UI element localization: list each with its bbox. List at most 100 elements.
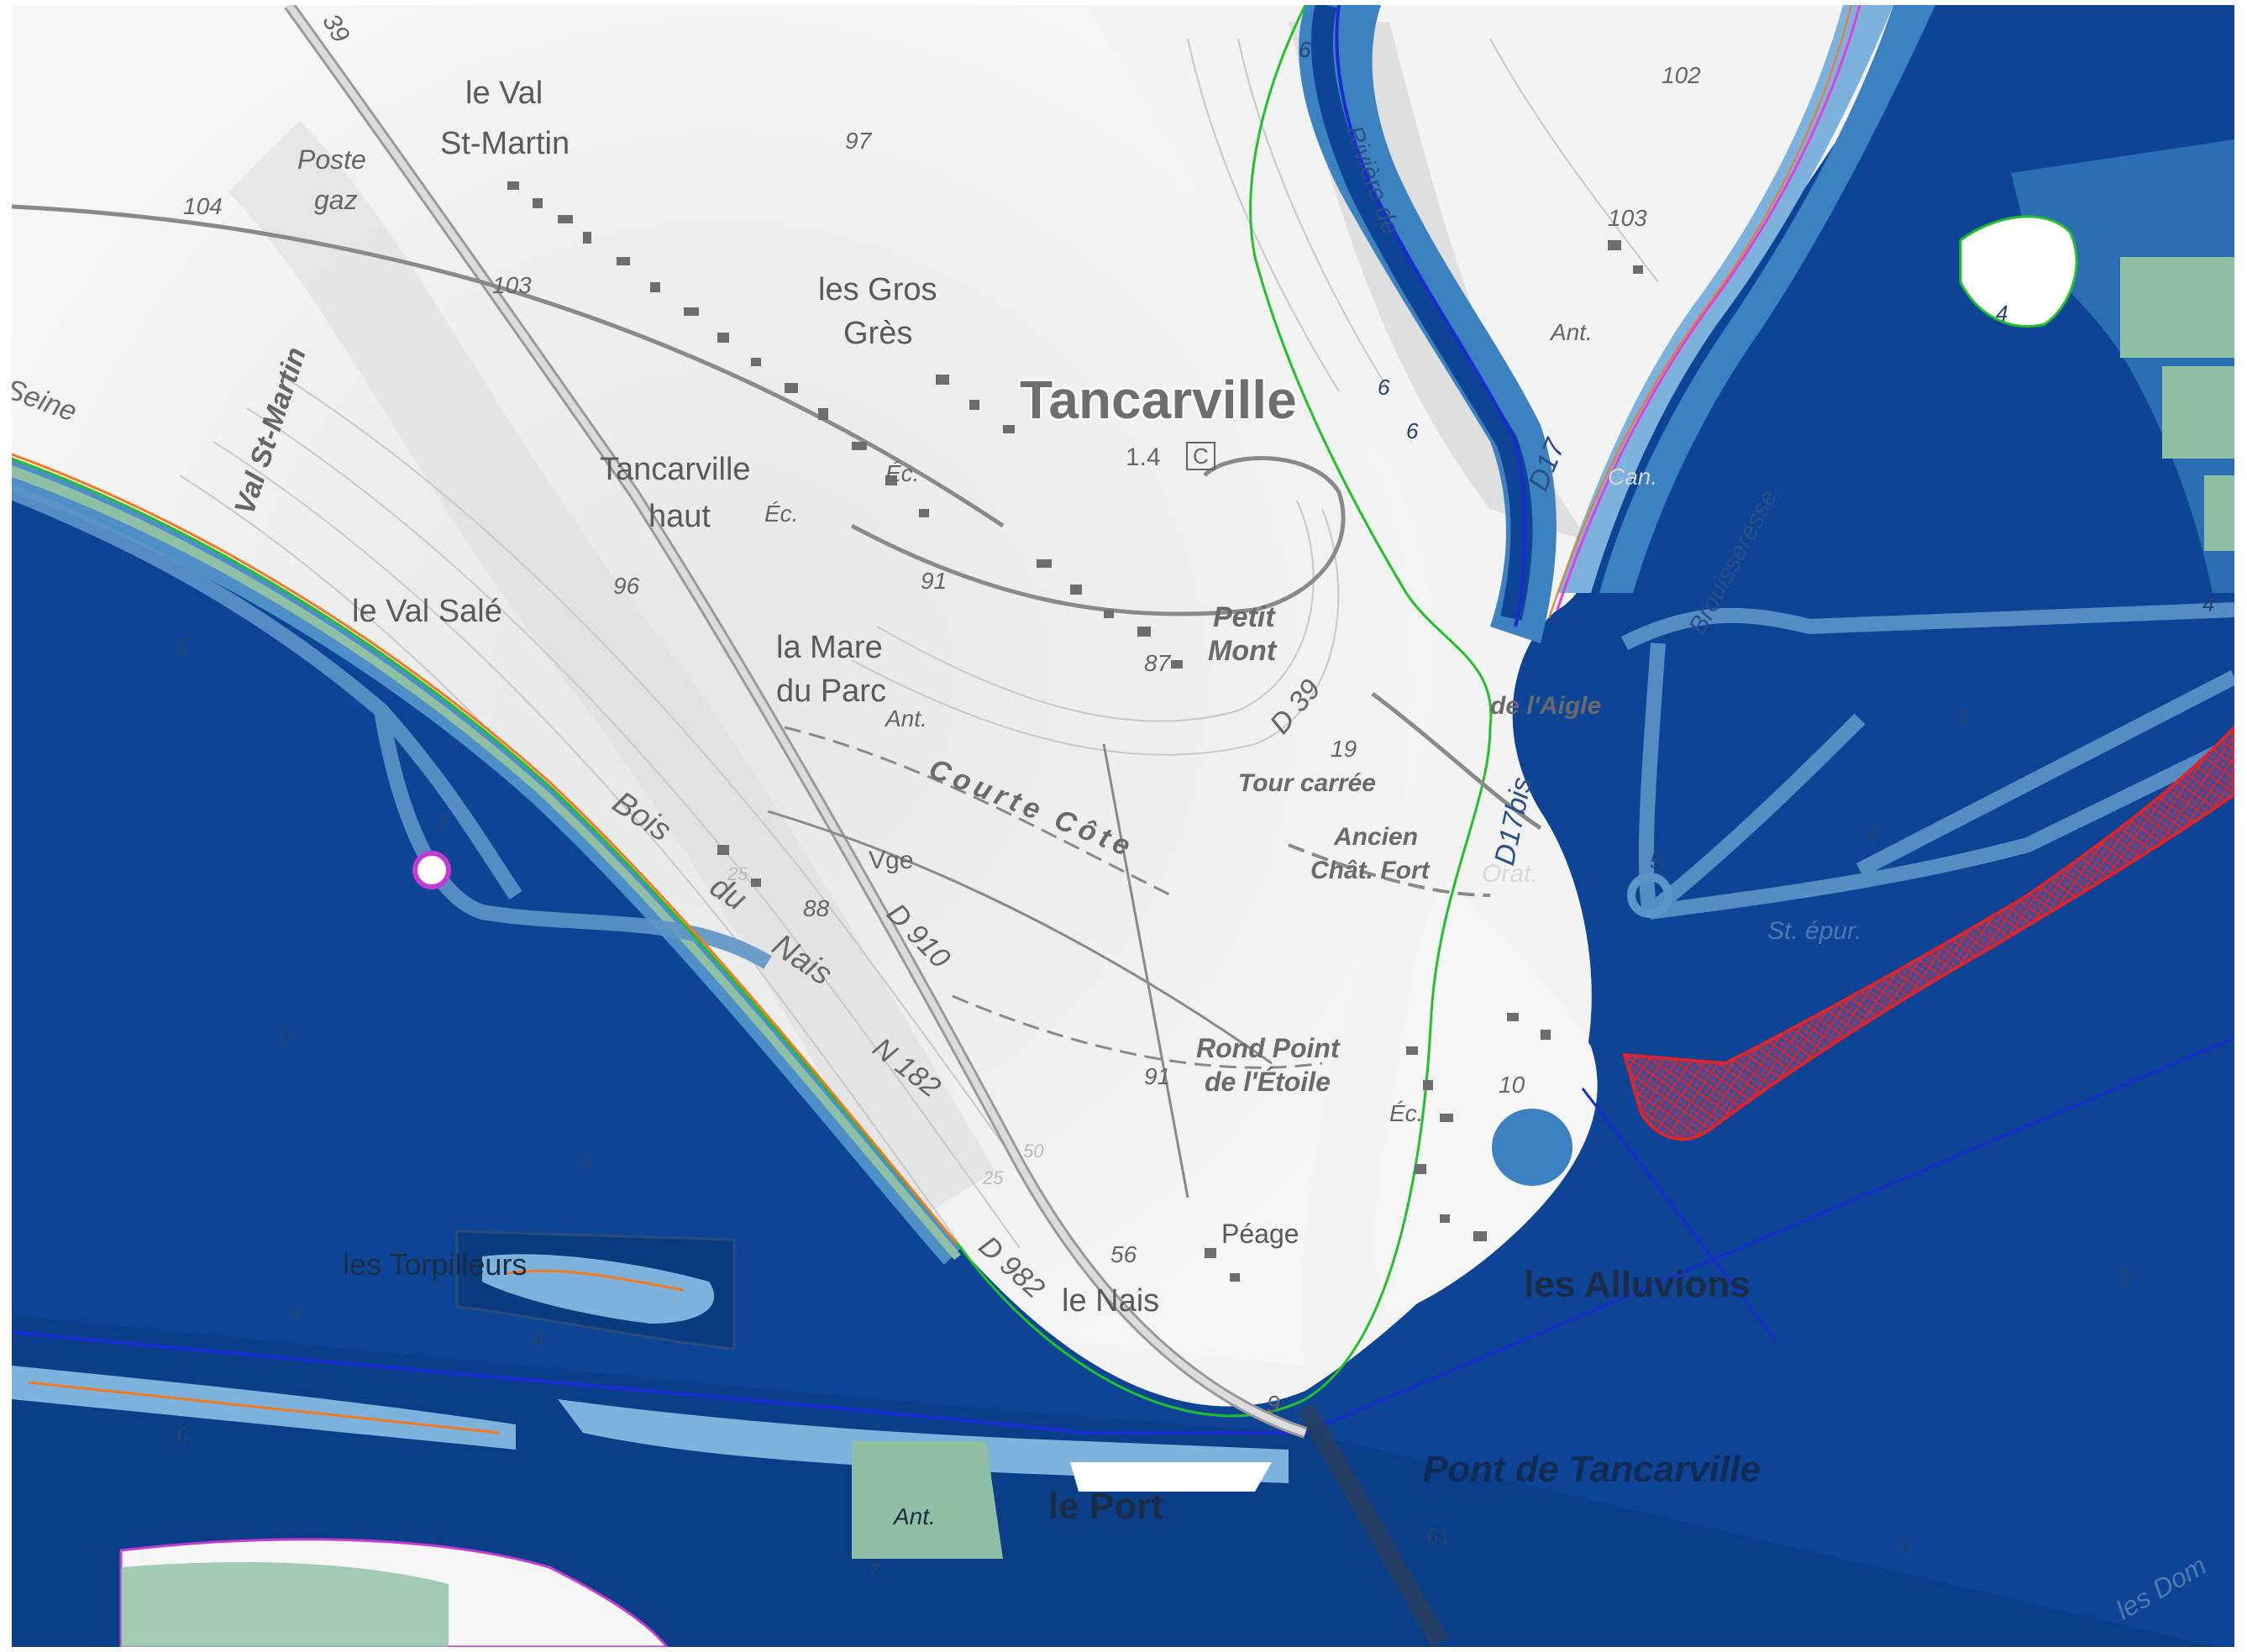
depth-5b: 5 [279,1023,291,1048]
depth-4d: 4 [1996,301,2008,326]
roundabout-east [1627,873,1672,918]
label-tour-carree: Tour carrée [1238,769,1376,797]
spot-height-19: 19 [1331,736,1357,762]
depth-7a: 7 [437,811,449,836]
label-du-parc: du Parc [776,674,886,709]
river-inner [1311,5,1533,621]
label-les-alluvions: les Alluvions [1524,1264,1751,1305]
port-dock [852,1441,1003,1559]
shore-contour-orange [12,453,958,1245]
canal-line-2 [1305,1036,2234,1434]
depth-4b: 4 [533,1327,545,1352]
bridge-deck [1297,1403,1448,1647]
spot-height-50: 50 [1023,1141,1044,1162]
label-ancien: Ancien [1334,823,1419,851]
label-st-epur: St. épur. [1767,917,1862,945]
spot-height-87: 87 [1144,650,1171,676]
spot-height-97: 97 [845,128,872,154]
spot-height-10: 10 [1499,1072,1525,1098]
label-pont-de-tancarville: Pont de Tancarville [1423,1449,1761,1490]
spot-height-104: 104 [183,193,223,219]
village-flat [1374,878,1598,1315]
label-poste: Poste [297,144,366,175]
shore-contour-green [12,5,1493,1418]
label-ant-3: Ant. [894,1503,936,1529]
label-le-val-sale: le Val Salé [352,594,502,629]
basin-green-3 [2204,475,2234,551]
label-ec-2: Éc. [764,501,799,527]
label-gres: Grès [843,316,913,351]
canal-line [12,1330,1305,1434]
label-tancarville-haut-1: Tancarville [600,452,751,487]
spot-height-56: 56 [1110,1241,1137,1267]
shore-contour-magenta [1556,5,1861,611]
pond [1492,1109,1572,1186]
spot-height-25b: 25 [983,1167,1004,1188]
spot-height-103a: 103 [492,272,532,298]
depth-5e: 5 [1898,1534,1911,1559]
label-le-port: le Port [1048,1486,1163,1527]
port-white [1070,1462,1272,1492]
depth-6f: 6 [1957,705,1970,731]
label-le-nais: le Nais [1062,1283,1160,1319]
spot-height-61: 61 [1426,1524,1451,1549]
depth-5c: 5 [580,1149,592,1174]
label-chat-fort: Chât. Fort [1310,857,1430,884]
basin-white [1959,215,2078,328]
spot-height-88: 88 [803,895,830,921]
spot-height-96: 96 [613,573,640,599]
depth-4a: 4 [289,1300,302,1325]
east-shore-strip [1557,5,1893,593]
label-les-torpilleurs: les Torpilleurs [343,1247,528,1282]
label-st-martin: St-Martin [440,126,570,161]
red-hatched-zone [1622,725,2234,1141]
label-peage: Péage [1221,1219,1299,1249]
depth-5d: 5 [1650,848,1662,873]
label-ec-1: Éc. [885,460,920,486]
label-tancarville-haut-2: haut [648,499,711,534]
basin-green-2 [2162,366,2234,459]
spot-height-91b: 91 [1144,1063,1171,1089]
label-vge: Vge [869,847,914,874]
label-ant-2: Ant. [1551,319,1593,345]
land-roads [12,5,1542,1439]
valley-shade [228,120,996,1224]
label-petit: Petit [1213,601,1275,633]
label-c-box: C [1186,442,1215,470]
label-rond-point: Rond Point [1196,1033,1340,1063]
depth-6b: 6 [1378,375,1390,400]
label-le-val: le Val [465,76,543,111]
map-viewport[interactable]: Tancarville le Val St-Martin Poste gaz V… [12,5,2234,1647]
depth-4c: 4 [2202,591,2215,616]
bridge-line [1581,1088,1777,1341]
label-ec-3: Éc. [1389,1100,1424,1126]
water-roads [12,485,2234,969]
label-ant-1: Ant. [885,705,927,732]
southwest-green [121,1562,449,1647]
buildings [507,181,1643,1282]
depth-7b: 7 [867,1559,879,1584]
label-les-gros: les Gros [818,272,937,307]
label-km-marker: 1.4 [1126,443,1161,471]
depth-6a: 6 [1299,37,1311,62]
label-can: Can. [1608,464,1658,490]
label-gaz: gaz [314,185,358,215]
roundabout-west [412,851,451,889]
depth-6d: 6 [176,1423,189,1448]
spot-height-102: 102 [1662,62,1701,88]
label-de-l-aigle: de l'Aigle [1490,692,1602,720]
depth-5f: 5 [2120,1263,2133,1288]
label-la-mare: la Mare [776,630,883,665]
label-orat: Orat. [1482,860,1538,888]
label-de-l-etoile: de l'Étoile [1205,1067,1331,1097]
basin-green-1 [2120,257,2234,358]
spot-height-91a: 91 [921,568,948,594]
spot-height-103b: 103 [1608,205,1647,231]
depth-6e: 6 [1868,821,1881,847]
flood-map-canvas [12,5,2234,1647]
depth-6c: 6 [1406,418,1419,443]
label-mont: Mont [1208,635,1277,667]
depth-5a: 5 [176,635,189,660]
river-line [1335,5,1527,627]
town-name-tancarville: Tancarville [1020,370,1297,430]
